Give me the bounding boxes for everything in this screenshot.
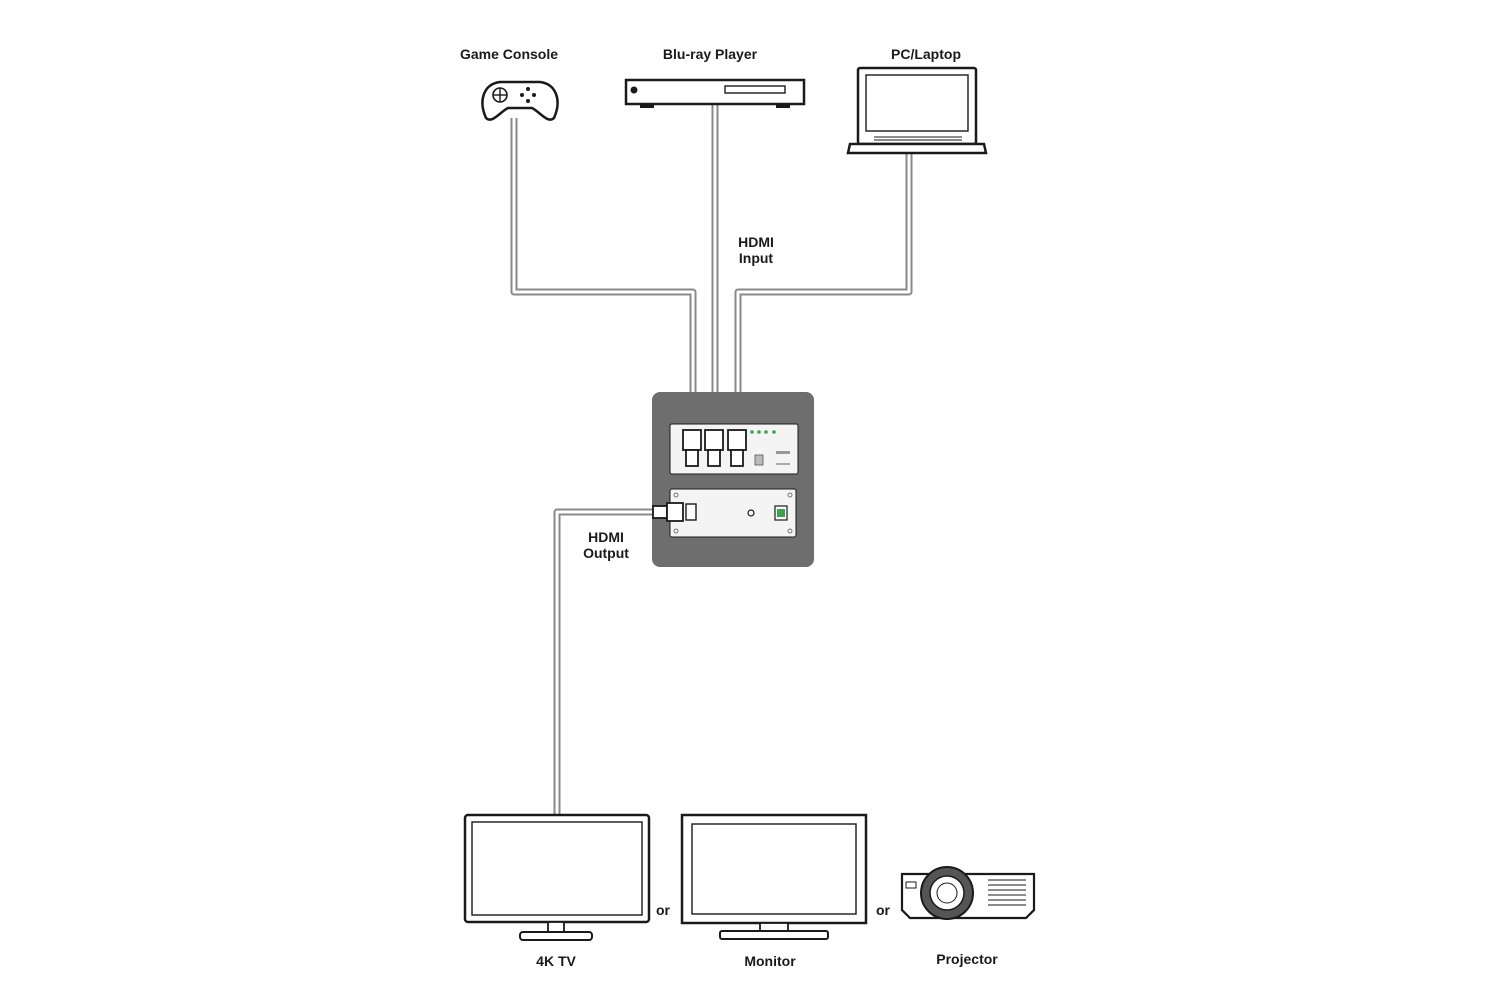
- cable-game-console: [510, 118, 697, 424]
- hdmi-switcher-device: [652, 392, 814, 567]
- gamepad-icon: [481, 80, 559, 121]
- label-or-1: or: [656, 902, 670, 918]
- bluray-player-icon: [624, 78, 806, 108]
- label-hdmi-input: HDMI Input: [738, 234, 774, 266]
- hdmi-input-connectors: [682, 429, 747, 467]
- label-game-console: Game Console: [459, 46, 559, 62]
- label-projector: Projector: [936, 951, 998, 967]
- hdmi-output-connector: [652, 502, 684, 522]
- label-bluray-player: Blu-ray Player: [662, 46, 758, 62]
- cables: [510, 104, 913, 815]
- monitor-icon: [680, 813, 868, 940]
- status-leds: [750, 430, 776, 434]
- label-hdmi-output: HDMI Output: [583, 529, 629, 561]
- laptop-icon: [846, 66, 988, 155]
- tv-4k-icon: [463, 813, 651, 941]
- label-monitor: Monitor: [744, 953, 796, 969]
- label-4k-tv: 4K TV: [536, 953, 576, 969]
- projector-icon: [900, 866, 1036, 920]
- label-or-2: or: [876, 902, 890, 918]
- cable-pc-laptop: [734, 154, 913, 424]
- label-pc-laptop: PC/Laptop: [891, 46, 961, 62]
